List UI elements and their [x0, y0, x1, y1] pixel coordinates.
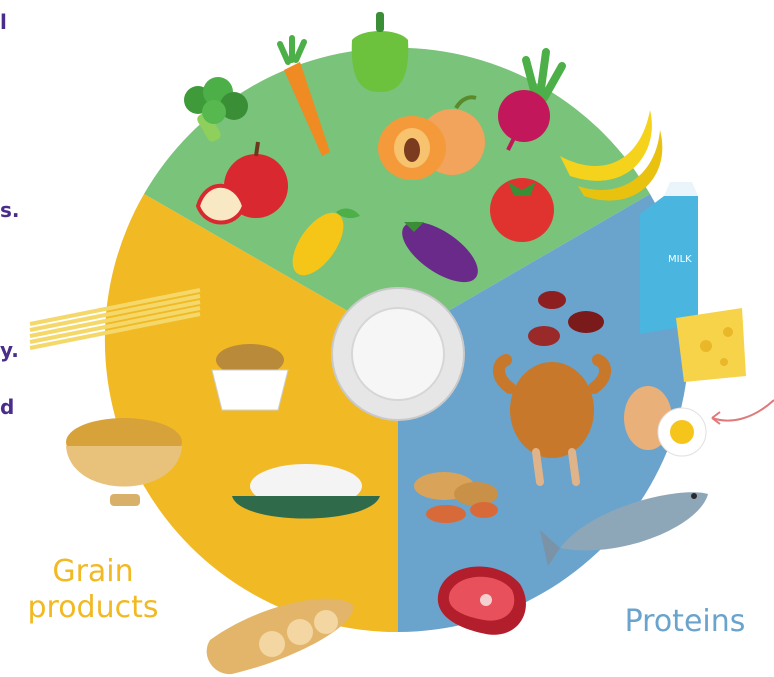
tomato-icon	[490, 178, 554, 242]
grain-products-label-line-2: products	[8, 590, 178, 626]
grain-products-label-line-1: Grain	[8, 554, 178, 590]
oatmeal-cup-icon	[212, 344, 288, 410]
green-pepper-icon	[352, 12, 409, 92]
grain-products-label: Grain products	[8, 554, 178, 626]
proteins-label: Proteins	[600, 604, 770, 640]
bread-loaf-icon	[207, 599, 353, 674]
cheese-icon	[676, 308, 746, 382]
milk-carton-label: MILK	[668, 254, 692, 265]
egg-icon	[624, 386, 706, 456]
plate-icon	[332, 288, 464, 420]
curved-arrow-icon	[712, 400, 774, 424]
